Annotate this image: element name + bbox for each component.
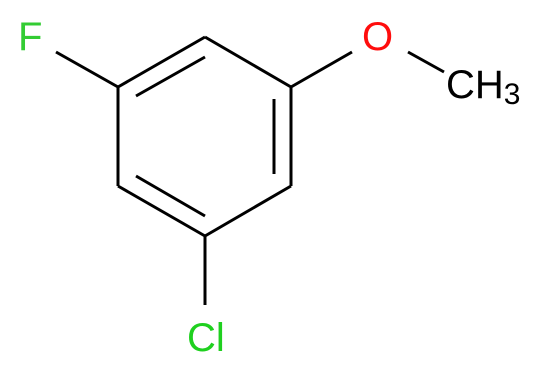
bond-oxygen-to-methyl: [407, 50, 445, 74]
ring-bond-top-right: [204, 35, 292, 89]
ring-double-bond-bottom-left: [135, 174, 206, 218]
ring-double-bond-top-left: [135, 55, 206, 98]
ring-bond-bottom-left: [117, 184, 206, 238]
ring-bond-top-left: [117, 35, 206, 89]
ring-bond-bottom-right: [204, 184, 292, 238]
chlorine-atom-label: Cl: [187, 316, 225, 360]
fluorine-atom-label: F: [18, 15, 42, 59]
methyl-group-label: CH3: [446, 63, 520, 111]
bond-to-oxygen: [290, 50, 353, 89]
oxygen-atom-label: O: [362, 15, 393, 59]
bond-to-fluorine: [55, 50, 119, 89]
methyl-group-main-text: CH: [446, 63, 504, 107]
methyl-group-subscript: 3: [504, 78, 521, 111]
